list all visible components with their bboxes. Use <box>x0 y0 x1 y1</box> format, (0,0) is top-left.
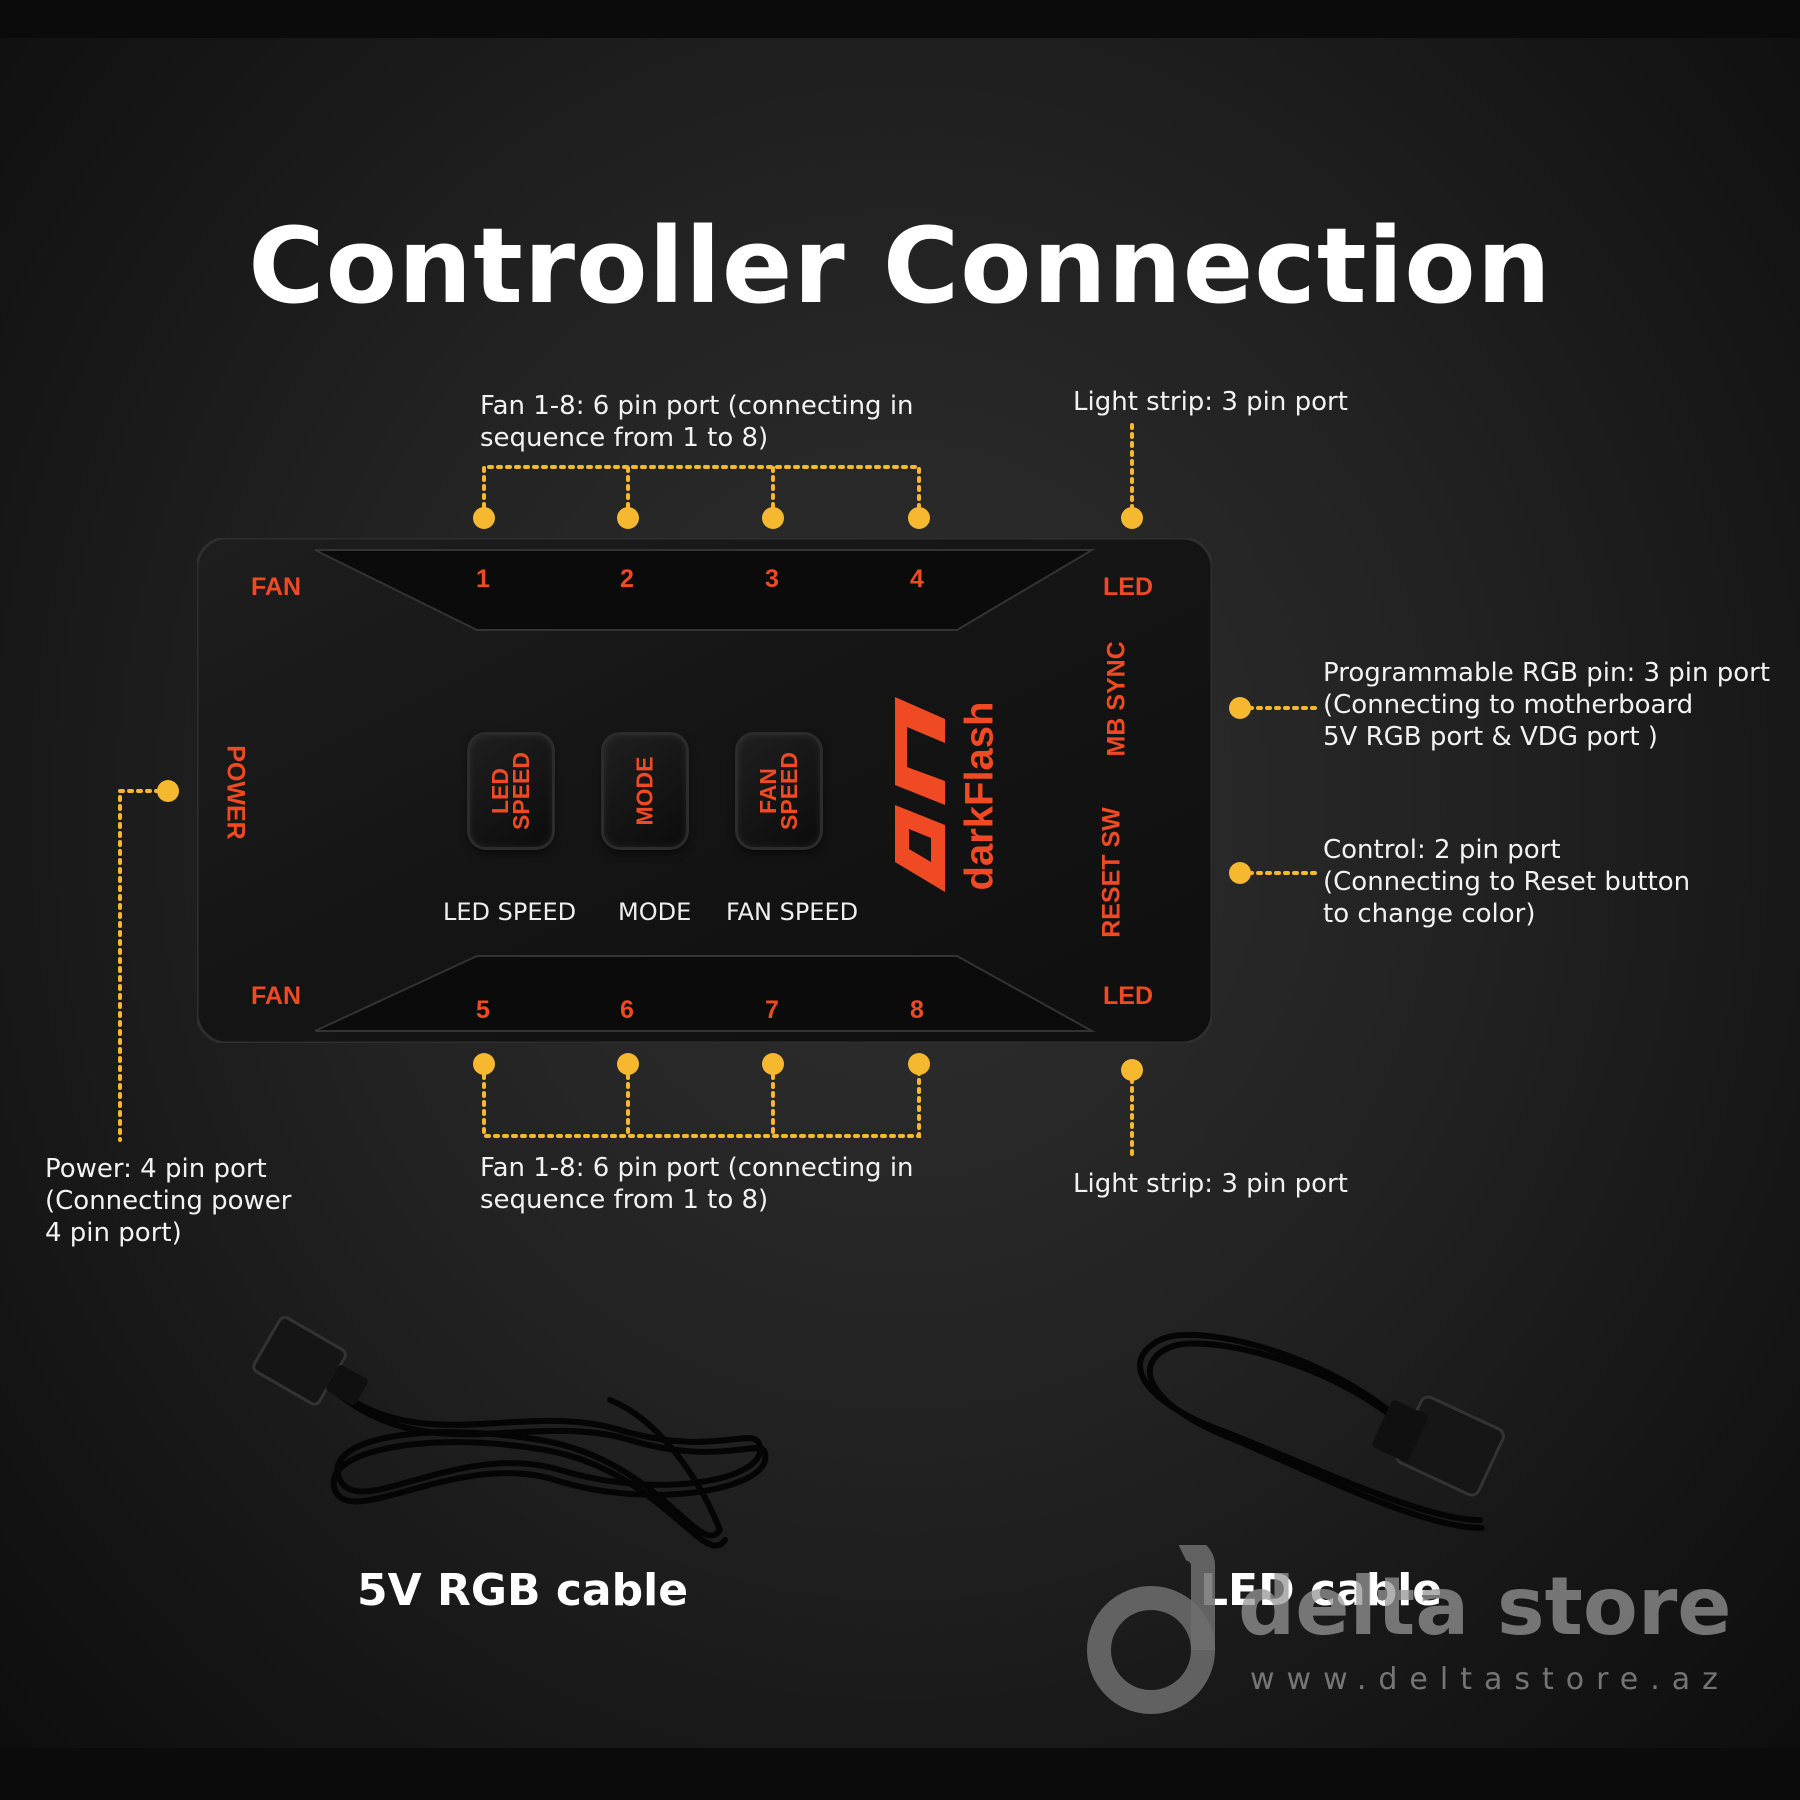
fan-label-bottom: FAN <box>251 982 301 1010</box>
fan-speed-caption: FAN SPEED <box>726 898 859 926</box>
connector-dot-fan-7 <box>762 1053 784 1075</box>
connector-dot-fan-5 <box>473 1053 495 1075</box>
connector-dot-power <box>157 780 179 802</box>
connector-dot-fan-8 <box>908 1053 930 1075</box>
port-number-5: 5 <box>476 996 490 1024</box>
connector-dot-fan-2 <box>617 507 639 529</box>
port-number-4: 4 <box>910 565 924 593</box>
led-cable-title: LED cable <box>1200 1565 1443 1616</box>
bottom-band <box>0 1748 1800 1800</box>
bottom-port-recess <box>314 955 1096 1032</box>
connector-dot-reset-sw <box>1229 862 1251 884</box>
label-power: Power: 4 pin port (Connecting power 4 pi… <box>45 1154 292 1248</box>
label-fan-bottom: Fan 1-8: 6 pin port (connecting in seque… <box>480 1153 914 1215</box>
port-number-6: 6 <box>620 996 634 1024</box>
rgb-cable-icon <box>252 1315 769 1549</box>
connector-dot-fan-4 <box>908 507 930 529</box>
port-number-1: 1 <box>476 565 490 593</box>
connector-dot-fan-3 <box>762 507 784 529</box>
watermark-url: www.deltastore.az <box>1250 1662 1730 1697</box>
mode-caption: MODE <box>618 898 692 926</box>
rgb-cable-title: 5V RGB cable <box>357 1565 689 1616</box>
label-light-strip-bottom: Light strip: 3 pin port <box>1073 1169 1348 1199</box>
label-control: Control: 2 pin port (Connecting to Reset… <box>1323 835 1691 929</box>
darkflash-logo-icon <box>895 697 945 892</box>
led-speed-button[interactable]: LED SPEED <box>470 735 552 847</box>
port-number-2: 2 <box>620 565 634 593</box>
led-cable-icon <box>1137 1331 1505 1531</box>
watermark-name: delta store <box>1238 1560 1732 1653</box>
port-number-7: 7 <box>765 996 779 1024</box>
connector-dot-fan-1 <box>473 507 495 529</box>
label-light-strip-top: Light strip: 3 pin port <box>1073 387 1348 417</box>
page-title: Controller Connection <box>248 205 1552 327</box>
fan-label-top: FAN <box>251 573 301 601</box>
delta-store-logo-icon <box>1087 1545 1215 1714</box>
port-number-3: 3 <box>765 565 779 593</box>
connector-dot-mb-sync <box>1229 697 1251 719</box>
connector-dot-led-top <box>1121 507 1143 529</box>
label-fan-top: Fan 1-8: 6 pin port (connecting in seque… <box>480 391 914 453</box>
top-band <box>0 0 1800 38</box>
port-number-8: 8 <box>910 996 924 1024</box>
led-label-bottom: LED <box>1103 982 1153 1010</box>
label-rgb-pin: Programmable RGB pin: 3 pin port (Connec… <box>1323 658 1771 752</box>
led-speed-caption: LED SPEED <box>443 898 577 926</box>
connector-dot-fan-6 <box>617 1053 639 1075</box>
connector-dot-led-bottom <box>1121 1059 1143 1081</box>
controller-body <box>197 538 1212 1043</box>
led-label-top: LED <box>1103 573 1153 601</box>
mode-button[interactable]: MODE <box>604 735 686 847</box>
fan-speed-button[interactable]: FAN SPEED <box>738 735 820 847</box>
top-port-recess <box>314 549 1096 631</box>
